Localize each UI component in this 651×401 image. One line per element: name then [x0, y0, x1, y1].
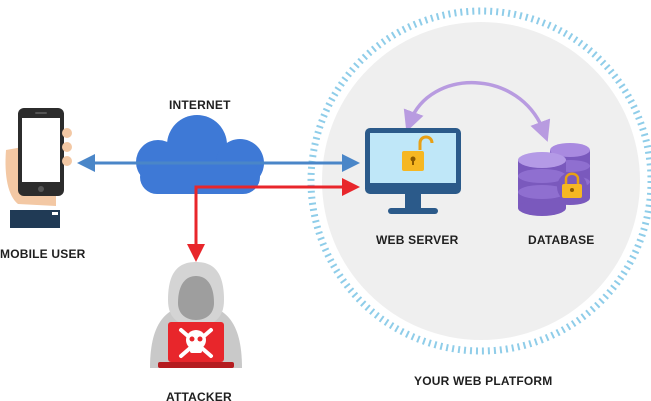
- cloud-icon: [136, 115, 264, 194]
- sync-arrow: [403, 80, 551, 142]
- database-label: DATABASE: [528, 233, 595, 247]
- smartphone-in-hand-icon: [5, 108, 72, 228]
- web-server-label: WEB SERVER: [376, 233, 459, 247]
- platform-region: [307, 7, 651, 355]
- platform-background: [322, 22, 640, 340]
- internet-label: INTERNET: [169, 98, 231, 112]
- monitor-with-unlocked-padlock-icon: [365, 128, 461, 214]
- hooded-hacker-with-skull-laptop-icon: [150, 262, 242, 368]
- database-with-locked-padlock-icon: [518, 143, 590, 216]
- platform-label: YOUR WEB PLATFORM: [414, 374, 553, 388]
- attack-flow-arrow: [187, 178, 360, 262]
- mobile-user-label: MOBILE USER: [0, 247, 86, 261]
- attacker-label: ATTACKER: [166, 390, 232, 401]
